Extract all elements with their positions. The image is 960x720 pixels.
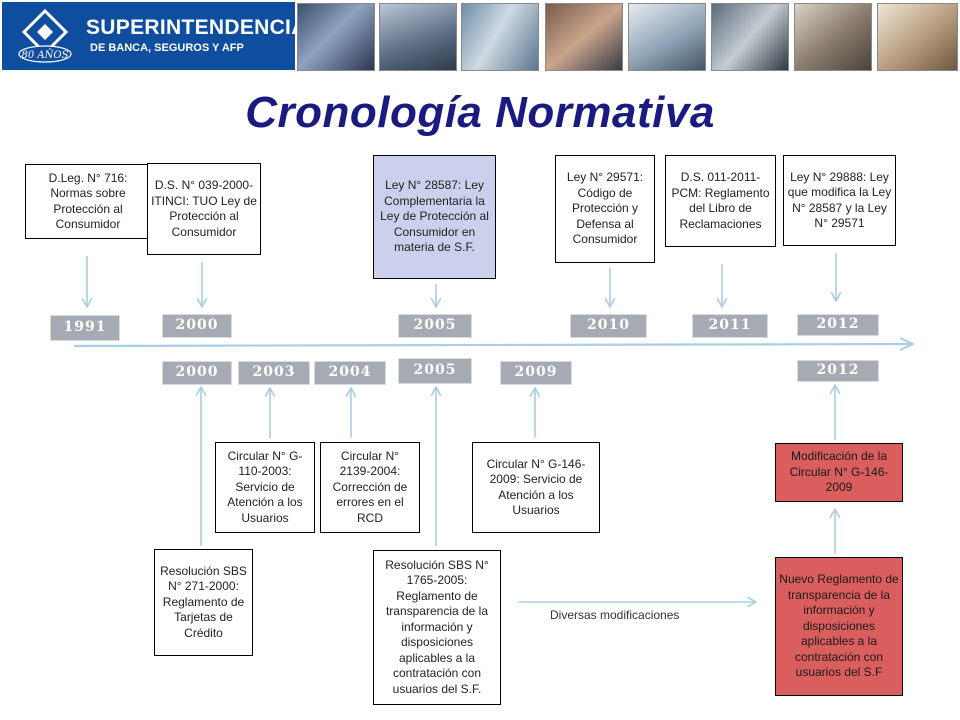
law-box-ley-28587[interactable]: Ley N° 28587: Ley Complementaria la Ley … — [373, 155, 496, 279]
circular-box-g110-2003: Circular N° G-110-2003: Servicio de Aten… — [215, 442, 315, 533]
law-box-ley-29571: Ley N° 29571: Código de Protección y Def… — [555, 155, 655, 263]
logo-subtitle: DE BANCA, SEGUROS Y AFP — [90, 42, 244, 54]
year-tag-1991: 1991 — [50, 315, 120, 341]
business-people-photo — [794, 3, 872, 71]
credit-card-photo — [297, 3, 375, 71]
page-title: Cronología Normativa — [245, 88, 715, 137]
logo-badge: 80 AÑOS — [22, 49, 69, 61]
circular-box-2139-2004: Circular N° 2139-2004: Corrección de err… — [320, 442, 420, 533]
year-tag-2000-bottom: 2000 — [162, 361, 232, 385]
law-box-ley-29888: Ley N° 29888: Ley que modifica la Ley N°… — [783, 155, 896, 246]
year-tag-2011: 2011 — [692, 314, 768, 338]
year-tag-2005-top: 2005 — [398, 314, 472, 338]
timeline-axis-arrow — [73, 344, 912, 346]
office-building-photo — [379, 3, 457, 71]
writing-hand-photo — [877, 3, 958, 71]
laptop-user-photo — [628, 3, 706, 71]
resolution-box-271-2000: Resolución SBS N° 271-2000: Reglamento d… — [154, 549, 253, 656]
logo-title: SUPERINTENDENCIA — [86, 16, 307, 39]
law-box-ds-011-2011: D.S. 011-2011-PCM: Reglamento del Libro … — [665, 155, 776, 247]
law-box-ds-039-2000: D.S. N° 039-2000-ITINCI: TUO Ley de Prot… — [147, 163, 261, 255]
circular-box-modificacion-g146[interactable]: Modificación de la Circular N° G-146-200… — [775, 443, 903, 502]
header-banner: 80 AÑOS SUPERINTENDENCIA DE BANCA, SEGUR… — [0, 0, 960, 74]
year-tag-2003: 2003 — [238, 361, 310, 385]
resolution-box-1765-2005: Resolución SBS N° 1765-2005: Reglamento … — [373, 550, 501, 705]
handshake-photo — [545, 3, 623, 71]
year-tag-2012-top: 2012 — [797, 314, 879, 336]
year-tag-2012-bottom: 2012 — [797, 360, 879, 382]
modifications-label: Diversas modificaciones — [550, 608, 680, 622]
law-box-dleg-716: D.Leg. N° 716: Normas sobre Protección a… — [25, 164, 151, 239]
year-tag-2009: 2009 — [500, 361, 572, 385]
resolution-box-nuevo-reglamento[interactable]: Nuevo Reglamento de transparencia de la … — [775, 557, 903, 696]
keyboard-enter-photo — [461, 3, 539, 71]
year-tag-2010: 2010 — [570, 314, 647, 338]
year-tag-2000-top: 2000 — [162, 314, 232, 338]
year-tag-2004: 2004 — [314, 361, 386, 385]
sbs-logo: 80 AÑOS SUPERINTENDENCIA DE BANCA, SEGUR… — [2, 2, 306, 70]
sbs-emblem-icon: 80 AÑOS — [18, 8, 72, 63]
year-tag-2005-bottom: 2005 — [398, 358, 472, 384]
circular-box-g146-2009: Circular N° G-146-2009: Servicio de Aten… — [472, 442, 600, 533]
card-payment-photo — [711, 3, 789, 71]
